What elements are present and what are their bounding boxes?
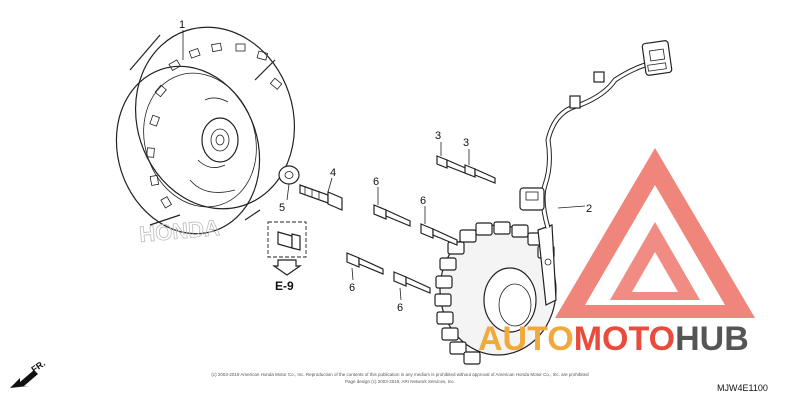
front-direction-arrow <box>10 370 38 388</box>
callout-6-b: 6 <box>420 195 426 207</box>
leader-line-6c <box>351 267 354 281</box>
wire-harness <box>519 40 673 229</box>
rotor-stamp: HONDA <box>138 215 221 247</box>
watermark-part-moto: MOTO <box>574 320 675 358</box>
watermark-text: AUTOMOTOHUB <box>478 320 749 358</box>
stator-bolt-3 <box>346 252 384 275</box>
stator-bolt-upper-left <box>436 155 471 176</box>
watermark-part-hub: HUB <box>675 320 749 358</box>
callout-3-left: 3 <box>435 130 441 142</box>
reference-label: E-9 <box>275 279 294 293</box>
callout-6-a: 6 <box>373 176 379 188</box>
flywheel-rotor: HONDA <box>115 26 296 247</box>
leader-line-2 <box>557 205 586 209</box>
callout-4: 4 <box>330 167 336 179</box>
callout-1: 1 <box>179 19 185 31</box>
washer <box>278 165 300 185</box>
stator-bolt-1 <box>373 204 411 227</box>
callout-5: 5 <box>279 202 285 214</box>
leader-line-5 <box>286 183 290 201</box>
leader-line-4 <box>327 177 333 193</box>
callout-6-d: 6 <box>397 302 403 314</box>
diagram-code: MJW4E1100 <box>717 383 768 393</box>
callout-3-right: 3 <box>463 137 469 149</box>
leader-line-6d <box>399 287 402 301</box>
copyright-line-2: Page design (c) 2003-2019, ARI Network S… <box>345 379 455 384</box>
callout-2: 2 <box>586 203 592 215</box>
stator-bolt-upper-right <box>464 164 496 184</box>
flywheel-bolt <box>299 184 343 211</box>
reference-box <box>267 221 307 276</box>
callout-6-c: 6 <box>349 282 355 294</box>
stator-bolt-2 <box>420 223 458 246</box>
copyright-line-1: (c) 2003-2019 American Honda Motor Co., … <box>211 372 589 377</box>
watermark-part-auto: AUTO <box>478 320 574 358</box>
stator-coil <box>434 221 557 365</box>
watermark-logo <box>555 148 755 318</box>
stator-bolt-4 <box>393 271 431 294</box>
